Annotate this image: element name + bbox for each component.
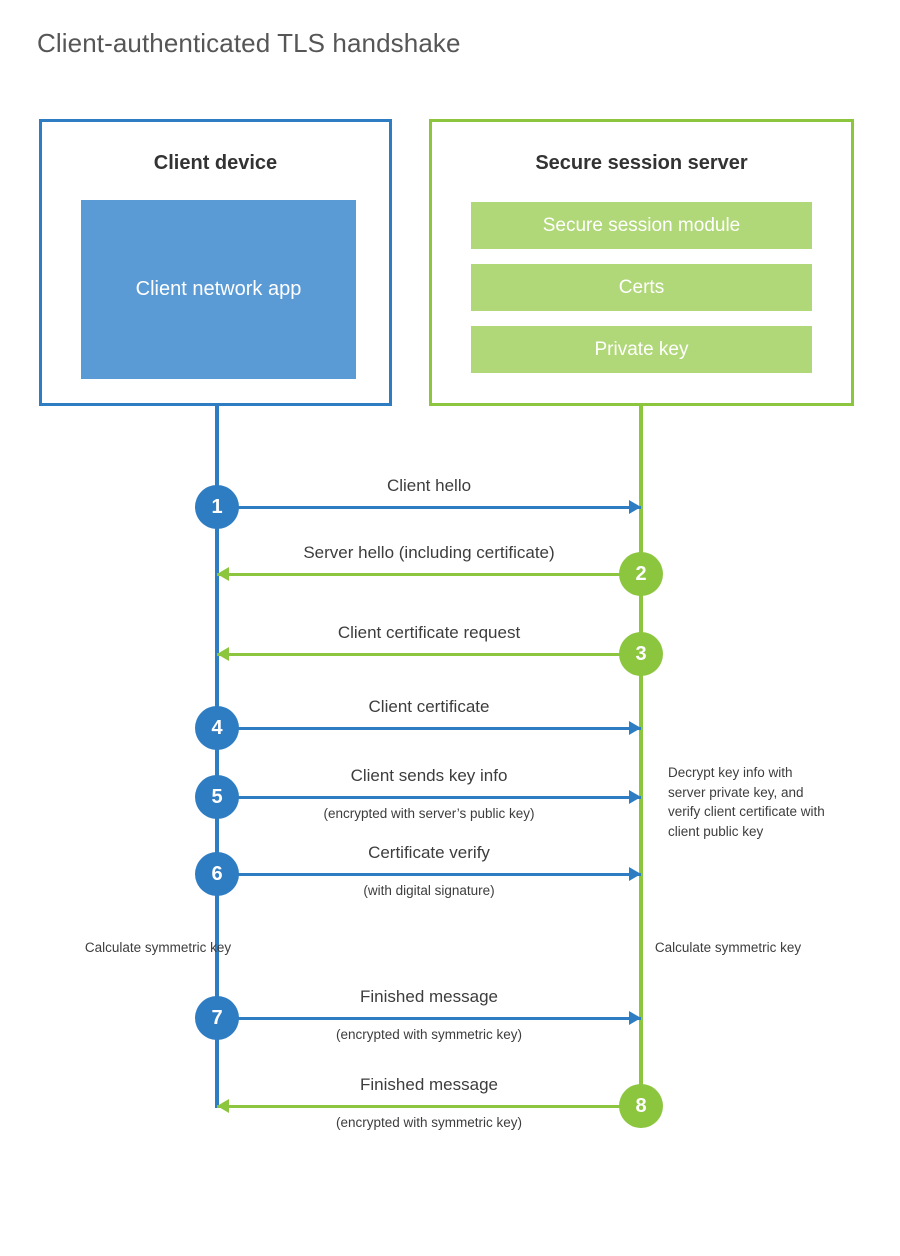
message-label-2: Server hello (including certificate)	[303, 543, 555, 562]
message-sublabel-6: (with digital signature)	[363, 883, 495, 898]
client-lifeline	[215, 405, 219, 1108]
message-line-2	[217, 573, 641, 576]
message-label-4: Client certificate	[368, 697, 490, 716]
arrowhead-left-icon	[217, 647, 229, 661]
arrowhead-left-icon	[217, 1099, 229, 1113]
page-title: Client-authenticated TLS handshake	[37, 28, 461, 58]
arrowhead-right-icon	[629, 1011, 641, 1025]
message-line-7	[217, 1017, 641, 1020]
message-label-8: Finished message	[360, 1075, 498, 1094]
message-line-4	[217, 727, 641, 730]
step-badge-3[interactable]: 3	[619, 632, 663, 676]
arrowhead-right-icon	[629, 867, 641, 881]
client-device-title: Client device	[153, 152, 278, 174]
server-calculate-symmetric-key-annotation: Calculate symmetric key	[654, 940, 802, 955]
server-module-certs: Certs	[471, 264, 812, 311]
message-line-6	[217, 873, 641, 876]
step-badge-1[interactable]: 1	[195, 485, 239, 529]
message-line-8	[217, 1105, 641, 1108]
message-line-1	[217, 506, 641, 509]
message-label-5: Client sends key info	[350, 766, 508, 785]
message-label-6: Certificate verify	[368, 843, 490, 862]
message-label-3: Client certificate request	[337, 623, 521, 642]
secure-session-server-box: Secure session server Secure session mod…	[429, 119, 854, 406]
step-badge-8[interactable]: 8	[619, 1084, 663, 1128]
message-label-7: Finished message	[360, 987, 498, 1006]
step-badge-4[interactable]: 4	[195, 706, 239, 750]
step-badge-5[interactable]: 5	[195, 775, 239, 819]
message-sublabel-5: (encrypted with server’s public key)	[323, 806, 535, 821]
server-decrypt-annotation: Decrypt key info with server private key…	[668, 765, 825, 839]
secure-session-server-title: Secure session server	[535, 152, 748, 174]
message-line-3	[217, 653, 641, 656]
arrowhead-left-icon	[217, 567, 229, 581]
arrowhead-right-icon	[629, 790, 641, 804]
client-network-app-block: Client network app	[81, 200, 356, 379]
message-sublabel-7: (encrypted with symmetric key)	[335, 1027, 523, 1042]
client-device-box: Client device Client network app	[39, 119, 392, 406]
step-badge-7[interactable]: 7	[195, 996, 239, 1040]
arrowhead-right-icon	[629, 500, 641, 514]
message-label-1: Client hello	[386, 476, 472, 495]
client-calculate-symmetric-key-annotation: Calculate symmetric key	[84, 940, 232, 955]
arrowhead-right-icon	[629, 721, 641, 735]
step-badge-2[interactable]: 2	[619, 552, 663, 596]
server-lifeline	[639, 405, 643, 1106]
step-badge-6[interactable]: 6	[195, 852, 239, 896]
server-module-secure-session-module: Secure session module	[471, 202, 812, 249]
server-module-private-key: Private key	[471, 326, 812, 373]
message-sublabel-8: (encrypted with symmetric key)	[335, 1115, 523, 1130]
message-line-5	[217, 796, 641, 799]
